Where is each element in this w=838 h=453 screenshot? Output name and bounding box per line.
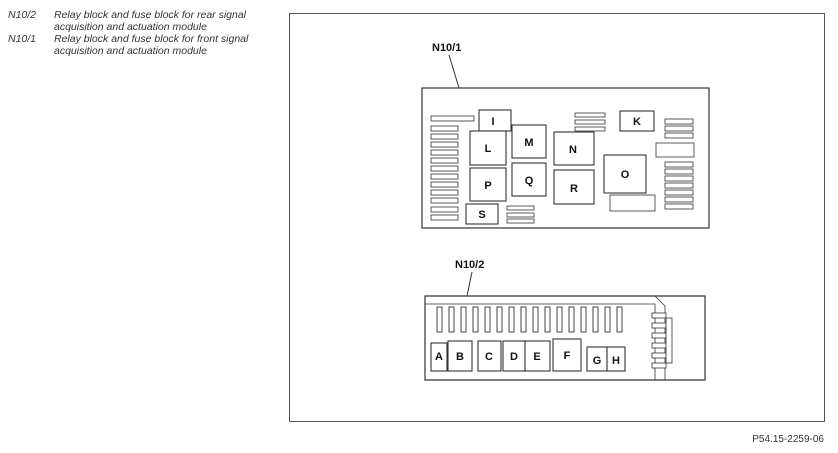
front-relay-block: N10/1 (421, 42, 710, 229)
relay-label: B (456, 351, 464, 363)
legend: N10/2 Relay block and fuse block for rea… (8, 9, 278, 58)
relay-n (553, 131, 595, 166)
relay-label: L (485, 143, 492, 155)
legend-item: N10/2 Relay block and fuse block for rea… (8, 9, 278, 33)
relay-a (430, 342, 448, 372)
relay-e (524, 340, 551, 372)
relay-label: A (435, 351, 443, 363)
relay-h (606, 346, 626, 372)
rear-relay-block: N10/2 (424, 259, 706, 381)
relay-label: G (593, 355, 602, 367)
legend-code: N10/1 (8, 33, 37, 45)
front-top-fuses (574, 112, 606, 132)
relay-b (447, 340, 473, 372)
front-block-label: N10/1 (432, 42, 461, 54)
relay-l (469, 130, 507, 166)
relay-label: E (533, 351, 540, 363)
relay-k (619, 110, 655, 132)
legend-code: N10/2 (8, 9, 37, 21)
relay-label: Q (525, 175, 534, 187)
relay-label: I (491, 116, 494, 128)
relay-label: P (484, 180, 491, 192)
rear-fuse-row (436, 306, 623, 333)
relay-label: C (485, 351, 493, 363)
rear-connector-pins (651, 312, 673, 369)
rear-leader-line (466, 271, 473, 297)
legend-item: N10/1 Relay block and fuse block for fro… (8, 33, 278, 57)
relay-m (511, 124, 547, 159)
diagram-frame (289, 13, 825, 422)
relay-label: S (478, 209, 485, 221)
relay-q (511, 162, 547, 197)
relay-r (553, 169, 595, 205)
relay-label: R (570, 183, 578, 195)
relay-o (603, 154, 647, 194)
relay-f (552, 338, 582, 372)
legend-description: Relay block and fuse block for front sig… (54, 33, 249, 57)
relay-c (477, 340, 502, 372)
relay-label: H (612, 355, 620, 367)
figure-reference: P54.15-2259-06 (752, 434, 824, 445)
relay-label: F (564, 350, 571, 362)
relay-label: D (510, 351, 518, 363)
relay-s (465, 203, 499, 225)
relay-label: N (569, 144, 577, 156)
front-right-fuses (609, 118, 695, 212)
relay-label: K (633, 116, 641, 128)
relay-label: O (621, 169, 630, 181)
relay-i (478, 109, 512, 132)
relay-label: M (524, 137, 533, 149)
rear-block-label: N10/2 (455, 259, 484, 271)
front-left-fuses (430, 115, 475, 221)
front-leader-line (448, 54, 460, 89)
relay-p (469, 167, 507, 202)
legend-description: Relay block and fuse block for rear sign… (54, 9, 247, 33)
front-bottom-fuses (506, 205, 535, 224)
